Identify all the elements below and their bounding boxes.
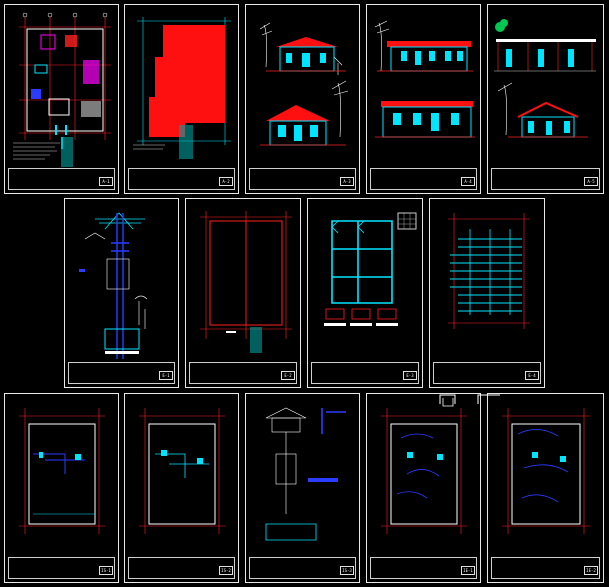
elevations-drawing-1 — [259, 22, 349, 146]
sheet-plumbing-2: IS-2 — [124, 393, 239, 583]
sheet-floor-plan: A-1 — [4, 4, 119, 194]
title-block — [433, 362, 541, 384]
sheet-sections: A-5 — [487, 4, 604, 194]
title-block — [370, 557, 477, 579]
sheet-number: E-4 — [525, 371, 539, 380]
sheet-number: IS-3 — [340, 566, 354, 575]
sheet-number: A-1 — [99, 177, 113, 186]
sheet-number: IE-2 — [584, 566, 598, 575]
floor-plan-drawing — [13, 12, 111, 167]
sheet-plumbing-details: IS-3 — [245, 393, 360, 583]
sheet-number: IS-2 — [219, 566, 233, 575]
title-block — [128, 557, 235, 579]
sheet-number: A-3 — [340, 177, 354, 186]
sheet-number: IS-1 — [99, 566, 113, 575]
structural-details-drawing — [79, 212, 148, 359]
sheet-roof-plan: A-2 — [124, 4, 239, 194]
title-block — [249, 557, 356, 579]
plumbing-details-drawing — [265, 407, 346, 541]
title-block — [128, 168, 235, 190]
sheet-number: A-4 — [461, 177, 475, 186]
sheet-number: A-5 — [584, 177, 598, 186]
title-block — [8, 168, 115, 190]
sheet-elevations-1: A-3 — [245, 4, 360, 194]
plumbing-plan-drawing-1 — [19, 408, 105, 534]
title-block — [491, 557, 600, 579]
sheet-number: A-2 — [219, 177, 233, 186]
sections-drawing — [494, 19, 596, 138]
electrical-plan-drawing-2 — [502, 408, 590, 534]
title-block — [189, 362, 297, 384]
electrical-plan-drawing-1 — [381, 398, 467, 534]
title-block — [8, 557, 115, 579]
sheet-plumbing-1: IS-1 — [4, 393, 119, 583]
sheet-electrical-1: IE-1 — [366, 393, 481, 583]
roof-plan-drawing — [133, 17, 231, 159]
plumbing-plan-drawing-2 — [139, 408, 225, 534]
sheet-number: E-1 — [159, 371, 173, 380]
sheet-elevations-2: A-4 — [366, 4, 481, 194]
roof-framing-drawing — [448, 213, 530, 329]
foundation-plan-drawing — [200, 211, 292, 353]
sheet-foundation-plan: E-2 — [185, 198, 301, 388]
sheet-roof-framing: E-4 — [429, 198, 545, 388]
sheet-electrical-2: IE-2 — [487, 393, 604, 583]
sheet-number: IE-1 — [461, 566, 475, 575]
sheet-number: E-2 — [281, 371, 295, 380]
sheet-framing-plan: E-3 — [307, 198, 423, 388]
sheet-number: E-3 — [403, 371, 417, 380]
framing-plan-drawing — [324, 212, 417, 326]
sheet-structural-details: E-1 — [64, 198, 179, 388]
title-block — [491, 168, 600, 190]
title-block — [370, 168, 477, 190]
elevations-drawing-2 — [374, 20, 475, 138]
title-block — [249, 168, 356, 190]
title-block — [68, 362, 175, 384]
title-block — [311, 362, 419, 384]
